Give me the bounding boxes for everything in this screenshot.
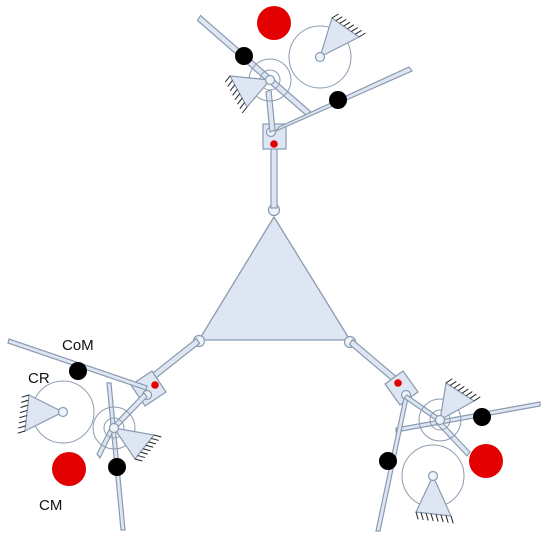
hatch-tick-right-upper — [449, 380, 457, 386]
hatch-tick-left-upper — [20, 399, 29, 403]
leg-top-pivot-dot — [270, 140, 278, 148]
leg-top — [196, 6, 413, 209]
hatch-tick-right-lower — [430, 513, 434, 522]
leg-right-mass-large — [469, 444, 503, 478]
hatch-tick-left-lower — [151, 437, 159, 441]
hatch-tick-top-upper — [354, 29, 362, 35]
leg-right-mass-small-a — [473, 408, 491, 426]
hatch-tick-left-upper — [19, 415, 27, 419]
leg-top-support-upper — [319, 17, 361, 59]
hatch-tick-right-upper — [469, 393, 477, 399]
hatch-tick-top-lower — [237, 97, 243, 105]
leg-left-strut — [147, 337, 201, 383]
hatch-tick-top-upper — [335, 16, 343, 22]
leg-right-main-bar — [395, 401, 541, 433]
leg-left-mass-large-cm — [52, 452, 86, 486]
hatch-tick-left-lower — [148, 441, 157, 445]
hatch-tick-right-lower — [445, 515, 449, 523]
leg-top-mass-small-a — [235, 47, 253, 65]
hatch-tick-top-lower — [229, 84, 236, 92]
hatch-tick-left-lower — [153, 434, 162, 438]
hatch-tick-top-lower — [241, 106, 248, 114]
leg-right — [348, 338, 541, 532]
hatch-tick-left-upper — [17, 430, 26, 434]
hatch-tick-right-lower — [415, 511, 419, 520]
hatch-tick-left-lower — [145, 444, 154, 448]
leg-top-mass-large — [257, 6, 291, 40]
leg-left-mass-small-com — [69, 362, 87, 380]
ground-hatch-marks — [17, 13, 481, 524]
hatch-tick-right-lower — [420, 512, 424, 521]
hatch-tick-top-upper — [339, 19, 347, 24]
hatch-tick-top-upper — [347, 24, 355, 30]
hatch-tick-left-upper — [18, 420, 27, 424]
label-cr: CR — [28, 370, 50, 387]
hatch-tick-left-lower — [143, 448, 151, 452]
hatch-tick-left-upper — [21, 394, 30, 398]
hatch-tick-left-lower — [137, 455, 146, 459]
leg-left: CoM CR CM — [7, 337, 201, 531]
hatch-tick-top-lower — [224, 75, 231, 83]
leg-right-mass-small-b — [379, 452, 397, 470]
leg-top-wheel-hub — [314, 51, 326, 63]
leg-top-mass-small-b — [329, 91, 347, 109]
leg-top-support-lower — [228, 75, 272, 109]
hatch-tick-right-upper — [445, 378, 453, 384]
leg-right-wheel-hub — [427, 470, 439, 482]
hatch-tick-top-lower — [227, 80, 233, 87]
leg-left-support-lower — [112, 427, 156, 461]
hatch-tick-right-upper — [461, 388, 469, 394]
label-cm: CM — [39, 497, 62, 514]
leg-top-hub-joint — [264, 74, 276, 86]
hatch-tick-left-upper — [20, 404, 29, 408]
leg-left-wheel-hub — [57, 406, 69, 418]
hatch-tick-top-lower — [232, 88, 238, 96]
hatch-tick-right-upper — [465, 391, 473, 397]
hatch-tick-right-upper — [473, 396, 481, 402]
leg-left-pivot-dot — [151, 381, 159, 389]
hatch-tick-right-lower — [425, 512, 429, 521]
hatch-tick-top-upper — [343, 21, 351, 27]
hatch-tick-right-upper — [457, 386, 465, 392]
leg-left-hub-ring — [103, 417, 125, 439]
hatch-tick-top-lower — [234, 93, 241, 101]
hatch-tick-left-upper — [19, 409, 28, 414]
leg-left-vertical-bar — [106, 382, 126, 531]
leg-right-small-wheel — [418, 398, 462, 442]
hatch-tick-top-upper — [331, 13, 339, 19]
leg-right-support-lower — [415, 474, 452, 517]
hatch-tick-top-upper — [358, 32, 366, 38]
leg-right-strut — [348, 338, 400, 385]
leg-left-support-upper — [24, 394, 65, 433]
hatch-tick-right-lower — [450, 515, 454, 524]
hatch-tick-top-upper — [351, 27, 359, 32]
hatch-tick-right-lower — [440, 514, 444, 523]
hatch-tick-right-lower — [435, 514, 439, 522]
hatch-tick-left-lower — [134, 458, 143, 462]
leg-top-big-wheel — [288, 25, 352, 89]
hatch-tick-top-lower — [239, 102, 245, 109]
hatch-tick-right-upper — [453, 383, 461, 389]
hatch-tick-left-upper — [18, 425, 26, 429]
leg-top-strut — [270, 147, 278, 209]
leg-left-small-wheel — [92, 406, 136, 450]
central-triangle-platform — [197, 215, 352, 341]
hatch-tick-left-lower — [140, 451, 148, 455]
label-com: CoM — [62, 337, 94, 354]
leg-right-hub-joint — [434, 414, 446, 426]
leg-right-pivot-dot — [394, 379, 402, 387]
leg-left-hub-joint — [108, 422, 120, 434]
leg-right-support-upper — [439, 382, 476, 422]
leg-left-mass-small-b — [108, 458, 126, 476]
leg-right-hub-ring — [429, 409, 451, 431]
